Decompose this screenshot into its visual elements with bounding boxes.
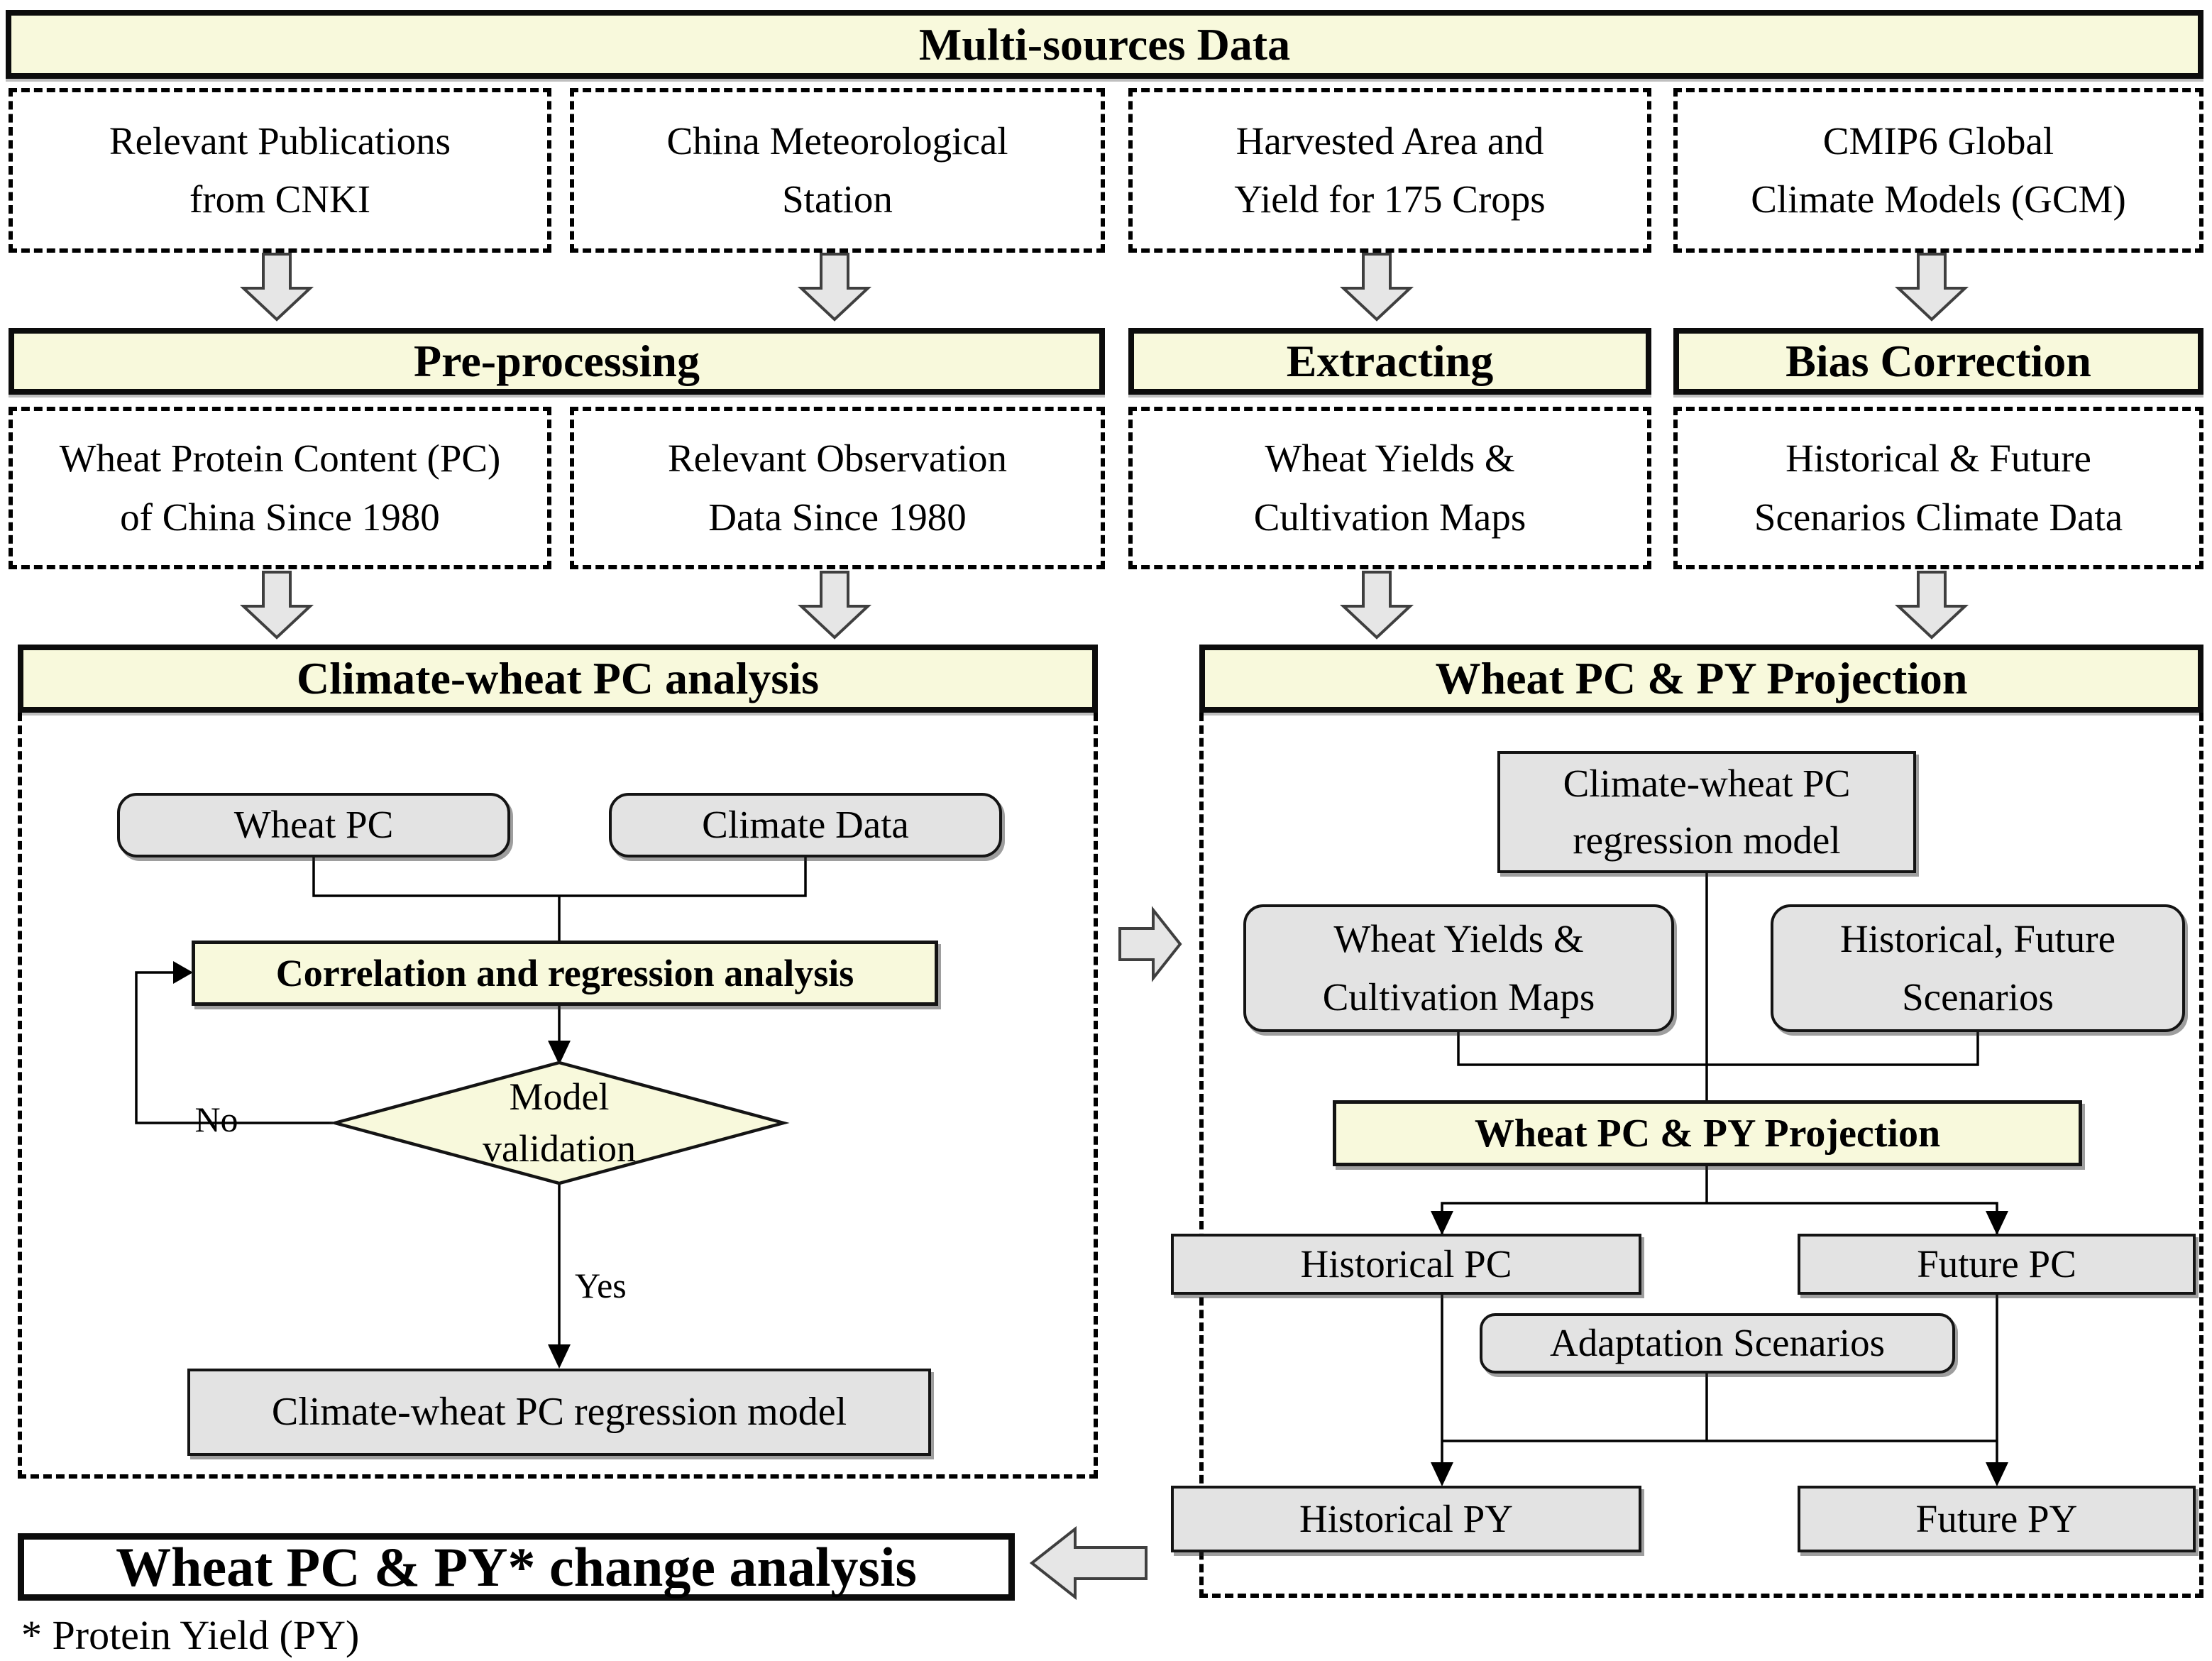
output-box-observation-data: Relevant Observation Data Since 1980	[570, 407, 1105, 569]
header-climate-wheat-pc-analysis-label: Climate-wheat PC analysis	[297, 653, 819, 703]
node-correlation-regression-analysis-label: Correlation and regression analysis	[275, 952, 854, 994]
node-climate-wheat-pc-regression-model: Climate-wheat PC regression model	[187, 1369, 931, 1456]
header-extracting: Extracting	[1128, 328, 1651, 395]
node-model-validation: Model validation	[335, 1063, 783, 1183]
header-pre-processing: Pre-processing	[9, 328, 1105, 395]
source-box-cmip6-label: CMIP6 Global Climate Models (GCM)	[1751, 119, 2126, 221]
node-historical-py: Historical PY	[1171, 1486, 1641, 1552]
header-climate-wheat-pc-analysis: Climate-wheat PC analysis	[18, 645, 1098, 713]
header-wheat-pc-py-projection: Wheat PC & PY Projection	[1199, 645, 2203, 713]
node-wheat-pc-py-change-analysis-label: Wheat PC & PY* change analysis	[116, 1535, 917, 1598]
node-historical-pc: Historical PC	[1171, 1234, 1641, 1295]
source-box-meteorological-label: China Meteorological Station	[666, 119, 1008, 221]
node-climate-wheat-pc-regression-model-label: Climate-wheat PC regression model	[271, 1389, 847, 1434]
output-box-wheat-protein-content-label: Wheat Protein Content (PC) of China Sinc…	[59, 437, 501, 539]
right-panel-border	[1199, 713, 2203, 1598]
node-historical-future-scenarios-label: Historical, Future Scenarios	[1840, 916, 2115, 1019]
footnote-protein-yield: * Protein Yield (PY)	[21, 1611, 359, 1659]
source-box-harvested-area-label: Harvested Area and Yield for 175 Crops	[1234, 119, 1546, 221]
node-adaptation-scenarios-label: Adaptation Scenarios	[1550, 1321, 1885, 1365]
node-wheat-pc-py-projection: Wheat PC & PY Projection	[1333, 1100, 2082, 1166]
node-climate-data-label: Climate Data	[702, 803, 909, 847]
edge-label-no: No	[167, 1099, 266, 1140]
left-arrow-icon	[1029, 1525, 1148, 1601]
node-regression-model-input-label: Climate-wheat PC regression model	[1563, 762, 1851, 862]
header-multi-sources-data-label: Multi-sources Data	[918, 18, 1291, 70]
source-box-cnki: Relevant Publications from CNKI	[9, 88, 551, 253]
output-box-wheat-yields-maps-label: Wheat Yields & Cultivation Maps	[1253, 437, 1526, 539]
node-model-validation-label: Model validation	[483, 1075, 636, 1170]
node-wheat-pc-py-change-analysis: Wheat PC & PY* change analysis	[18, 1533, 1015, 1601]
source-box-harvested-area: Harvested Area and Yield for 175 Crops	[1128, 88, 1651, 253]
output-box-observation-data-label: Relevant Observation Data Since 1980	[667, 437, 1008, 539]
edge-label-yes: Yes	[575, 1265, 674, 1306]
node-wheat-pc-py-projection-label: Wheat PC & PY Projection	[1474, 1111, 1941, 1156]
node-wheat-yields-maps-label: Wheat Yields & Cultivation Maps	[1322, 916, 1595, 1019]
node-future-py-label: Future PY	[1915, 1497, 2078, 1541]
output-box-wheat-protein-content: Wheat Protein Content (PC) of China Sinc…	[9, 407, 551, 569]
output-box-scenarios-climate-data: Historical & Future Scenarios Climate Da…	[1673, 407, 2203, 569]
node-future-pc-label: Future PC	[1917, 1242, 2076, 1286]
header-wheat-pc-py-projection-label: Wheat PC & PY Projection	[1435, 653, 1968, 703]
down-arrow-icon	[239, 571, 1969, 640]
footnote-protein-yield-label: * Protein Yield (PY)	[21, 1612, 360, 1658]
down-arrow-icon	[239, 253, 1969, 322]
output-box-wheat-yields-maps: Wheat Yields & Cultivation Maps	[1128, 407, 1651, 569]
source-box-cmip6: CMIP6 Global Climate Models (GCM)	[1673, 88, 2203, 253]
header-bias-correction: Bias Correction	[1673, 328, 2203, 395]
node-wheat-pc: Wheat PC	[117, 793, 510, 857]
header-bias-correction-label: Bias Correction	[1785, 336, 2091, 386]
node-regression-model-input: Climate-wheat PC regression model	[1497, 751, 1916, 873]
node-climate-data: Climate Data	[609, 793, 1002, 857]
source-box-meteorological: China Meteorological Station	[570, 88, 1105, 253]
edge-label-yes-text: Yes	[575, 1266, 627, 1305]
node-historical-pc-label: Historical PC	[1300, 1242, 1512, 1286]
node-wheat-yields-maps: Wheat Yields & Cultivation Maps	[1243, 904, 1674, 1032]
right-arrow-icon	[1118, 906, 1182, 982]
edge-label-no-text: No	[194, 1100, 238, 1139]
source-box-cnki-label: Relevant Publications from CNKI	[109, 119, 451, 221]
node-future-pc: Future PC	[1798, 1234, 2196, 1295]
node-historical-py-label: Historical PY	[1299, 1497, 1513, 1541]
header-extracting-label: Extracting	[1286, 336, 1494, 386]
node-adaptation-scenarios: Adaptation Scenarios	[1480, 1313, 1955, 1374]
output-box-scenarios-climate-data-label: Historical & Future Scenarios Climate Da…	[1754, 437, 2123, 539]
node-correlation-regression-analysis: Correlation and regression analysis	[192, 941, 938, 1006]
node-historical-future-scenarios: Historical, Future Scenarios	[1771, 904, 2185, 1032]
node-wheat-pc-label: Wheat PC	[233, 803, 394, 847]
node-future-py: Future PY	[1798, 1486, 2196, 1552]
header-pre-processing-label: Pre-processing	[414, 336, 700, 386]
header-multi-sources-data: Multi-sources Data	[6, 10, 2203, 79]
left-panel-border	[18, 713, 1098, 1479]
